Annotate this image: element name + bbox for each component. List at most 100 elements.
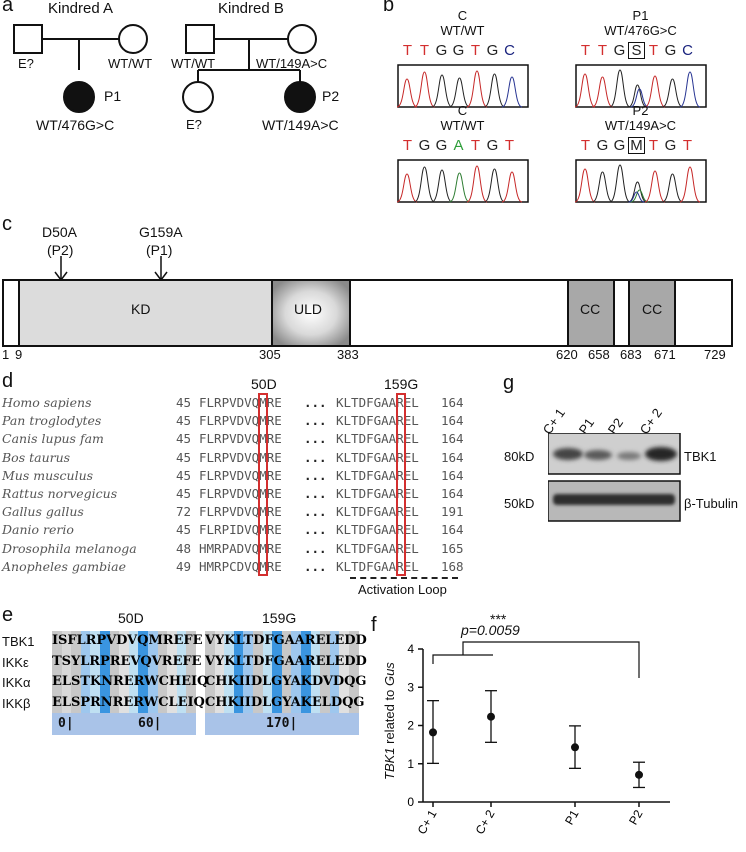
kindred-a-mother-genotype: WT/WT [108, 56, 153, 71]
bottom-blot-mw: 50kD [504, 496, 535, 511]
panel-letter-f: f [371, 614, 377, 636]
alignment-seq-50d: FLRPVDVQMRE [199, 504, 282, 520]
base-call: G [613, 137, 626, 154]
alignment-seq-159g: KLTDFGAAREL [336, 395, 419, 410]
alignment-gap: ... [304, 558, 327, 574]
trace-title: C [457, 103, 468, 118]
alignment-end-position: 165 [441, 540, 464, 556]
pos-9: 9 [15, 347, 23, 362]
highlight-box-50d [258, 393, 268, 576]
trace-genotype: WT/WT [440, 23, 485, 38]
alignment-end-position: 164 [441, 395, 464, 410]
base-call: G [435, 42, 448, 59]
panel-letter-b: b [383, 0, 395, 16]
mutation-d50a-label: D50A [42, 224, 78, 240]
base-call: T [597, 42, 608, 59]
alignment-start-position: 45 [176, 395, 192, 410]
conservation-shading-right [205, 631, 359, 713]
data-point [635, 770, 643, 779]
base-call: G [452, 42, 465, 59]
y-tick-label: 0 [407, 795, 414, 809]
species-name: Danio rerio [2, 522, 74, 538]
ruler-bar-left [52, 713, 196, 735]
ikk-seq-left: TSYLRPREVQVREFE [52, 653, 202, 669]
pos-305: 305 [259, 347, 281, 362]
alignment-start-position: 45 [176, 467, 192, 483]
alignment-start-position: 49 [176, 558, 192, 574]
ikk-seq-right: VYKLTDFGAARELEDD [205, 633, 367, 648]
pos-620: 620 [556, 347, 578, 362]
coiled-coil-domain-2 [628, 279, 676, 347]
kindred-a-father-genotype: E? [18, 56, 34, 71]
cc1-label: CC [580, 301, 601, 317]
trace-title: P2 [632, 103, 649, 118]
kindred-b-father-square [185, 24, 215, 54]
mutation-g159a-patient: (P1) [146, 242, 173, 258]
alignment-end-position: 191 [441, 504, 464, 520]
mutation-d50a-patient: (P2) [47, 242, 74, 258]
base-call: T [402, 42, 413, 59]
pos-1: 1 [2, 347, 10, 362]
alignment-end-position: 164 [441, 449, 464, 465]
y-tick-label: 1 [407, 757, 414, 771]
species-name: Rattus norvegicus [2, 486, 118, 501]
pos-658: 658 [588, 347, 610, 362]
pos-683: 683 [620, 347, 642, 362]
alignment-header-159g: 159G [384, 376, 419, 392]
base-call: T [470, 137, 481, 154]
kindred-a-mother-circle [118, 24, 148, 54]
trace-genotype: WT/149A>C [604, 118, 677, 133]
highlight-box-159g [396, 393, 406, 576]
kindred-b-p2-genotype: WT/149A>C [262, 117, 339, 133]
pos-729: 729 [704, 347, 726, 362]
ikk-header-159g: 159G [262, 610, 297, 626]
bottom-blot-protein: β-Tubulin [684, 496, 738, 511]
base-call: G [664, 137, 677, 154]
kindred-b-sibling-circle [182, 81, 214, 113]
kinase-name: IKKε [2, 654, 29, 670]
species-name: Drosophila melanoga [2, 540, 137, 556]
trace-genotype: WT/WT [440, 118, 485, 133]
pos-671: 671 [654, 347, 676, 362]
data-point [429, 728, 437, 737]
alignment-start-position: 45 [176, 413, 192, 429]
alignment-seq-50d: HMRPADVQMRE [199, 540, 282, 556]
alignment-gap: ... [304, 395, 327, 410]
alignment-gap: ... [304, 467, 327, 483]
trace-peaks [575, 64, 707, 108]
x-tick-label: C+ 2 [473, 807, 498, 837]
kindred-b-father-genotype: WT/WT [171, 56, 216, 71]
pos-383: 383 [337, 347, 359, 362]
cc2-label: CC [642, 301, 663, 317]
alignment-gap: ... [304, 413, 327, 429]
data-point [487, 712, 495, 721]
alignment-gap: ... [304, 540, 327, 556]
uld-label: ULD [294, 301, 323, 317]
pedigree-diagram [13, 24, 317, 113]
coiled-coil-domain-1 [567, 279, 615, 347]
ikk-header-50d: 50D [118, 610, 144, 626]
trace-peaks [397, 159, 529, 203]
activation-loop-label: Activation Loop [358, 582, 447, 597]
alignment-gap: ... [304, 522, 327, 538]
species-name: Gallus gallus [2, 504, 84, 520]
alignment-start-position: 45 [176, 431, 192, 447]
alignment-end-position: 164 [441, 486, 464, 501]
kindred-b-mother-genotype: WT/149A>C [256, 56, 328, 71]
panel-letter-c: c [2, 213, 12, 235]
base-call: A [453, 137, 464, 154]
trace-genotype: WT/476G>C [604, 23, 677, 38]
mutation-g159a-label: G159A [139, 224, 183, 240]
base-call: T [580, 137, 591, 154]
panel-letter-g: g [503, 372, 515, 394]
trace-peaks [397, 64, 529, 108]
alignment-seq-50d: FLRPVDVQMRE [199, 431, 282, 447]
species-name: Homo sapiens [2, 395, 92, 410]
kindred-b-p2-label: P2 [322, 88, 340, 104]
species-name: Bos taurus [2, 449, 71, 465]
base-call: T [419, 42, 430, 59]
